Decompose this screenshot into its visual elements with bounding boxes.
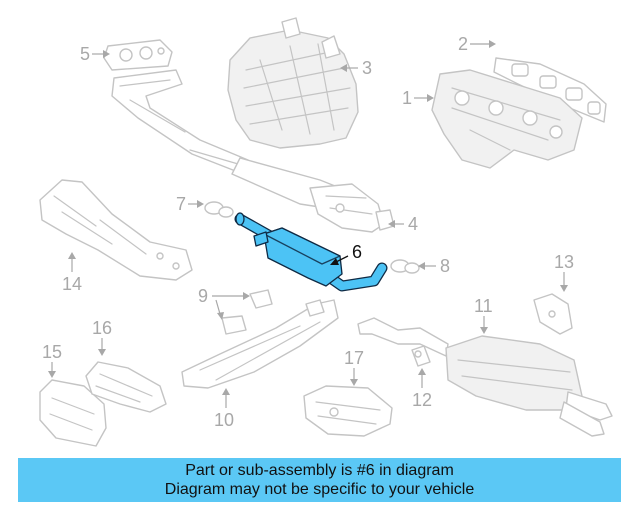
svg-text:2: 2 <box>458 34 468 54</box>
svg-text:15: 15 <box>42 342 62 362</box>
svg-text:10: 10 <box>214 410 234 430</box>
svg-text:6: 6 <box>352 242 362 262</box>
part-11-rear-muffler[interactable] <box>357 317 613 437</box>
callout-15: 15 <box>42 342 62 378</box>
part-12-bracket[interactable] <box>411 345 431 367</box>
part-10-heat-shield[interactable] <box>181 299 339 389</box>
callout-10: 10 <box>214 388 234 430</box>
callout-9: 9 <box>198 286 250 320</box>
part-2-manifold-gasket[interactable] <box>493 57 607 123</box>
callout-3: 3 <box>340 58 372 78</box>
part-5-gasket[interactable] <box>103 39 173 71</box>
callout-17: 17 <box>344 348 364 386</box>
part-17-heat-shield[interactable] <box>303 385 393 437</box>
svg-text:16: 16 <box>92 318 112 338</box>
callout-16: 16 <box>92 318 112 356</box>
svg-text:4: 4 <box>408 214 418 234</box>
callout-8: 8 <box>418 256 450 276</box>
svg-text:13: 13 <box>554 252 574 272</box>
callout-5: 5 <box>80 44 110 64</box>
part-4-catalytic-converter[interactable] <box>309 183 395 233</box>
part-9-hangers[interactable] <box>221 289 273 335</box>
callout-12: 12 <box>412 368 432 410</box>
part-15-heat-shield[interactable] <box>39 379 107 447</box>
info-banner: Part or sub-assembly is #6 in diagram Di… <box>18 458 621 502</box>
part-14-heat-shield[interactable] <box>39 179 193 281</box>
part-7-clamp[interactable] <box>204 201 234 218</box>
callout-14: 14 <box>62 252 82 294</box>
banner-line-2: Diagram may not be specific to your vehi… <box>164 481 475 498</box>
svg-text:8: 8 <box>440 256 450 276</box>
parts-diagram: 1 2 3 4 5 6 7 8 9 <box>39 17 613 447</box>
svg-text:7: 7 <box>176 194 186 214</box>
part-3-heat-shield[interactable] <box>227 17 359 149</box>
svg-text:5: 5 <box>80 44 90 64</box>
svg-text:12: 12 <box>412 390 432 410</box>
svg-text:14: 14 <box>62 274 82 294</box>
part-13-bracket[interactable] <box>533 293 573 335</box>
svg-text:1: 1 <box>402 88 412 108</box>
callout-11: 11 <box>474 296 493 334</box>
svg-text:17: 17 <box>344 348 364 368</box>
callout-4: 4 <box>388 214 418 234</box>
svg-text:11: 11 <box>474 296 493 316</box>
callout-7: 7 <box>176 194 204 214</box>
callout-13: 13 <box>554 252 574 292</box>
callout-6: 6 <box>330 242 362 265</box>
part-1-exhaust-manifold[interactable] <box>431 69 583 169</box>
callout-2: 2 <box>458 34 496 54</box>
svg-text:3: 3 <box>362 58 372 78</box>
banner-line-1: Part or sub-assembly is #6 in diagram <box>185 462 454 479</box>
part-6-center-muffler[interactable] <box>234 212 388 292</box>
part-16-heat-shield[interactable] <box>85 361 167 413</box>
callout-1: 1 <box>402 88 434 108</box>
svg-text:9: 9 <box>198 286 208 306</box>
part-8-clamp[interactable] <box>390 259 420 274</box>
